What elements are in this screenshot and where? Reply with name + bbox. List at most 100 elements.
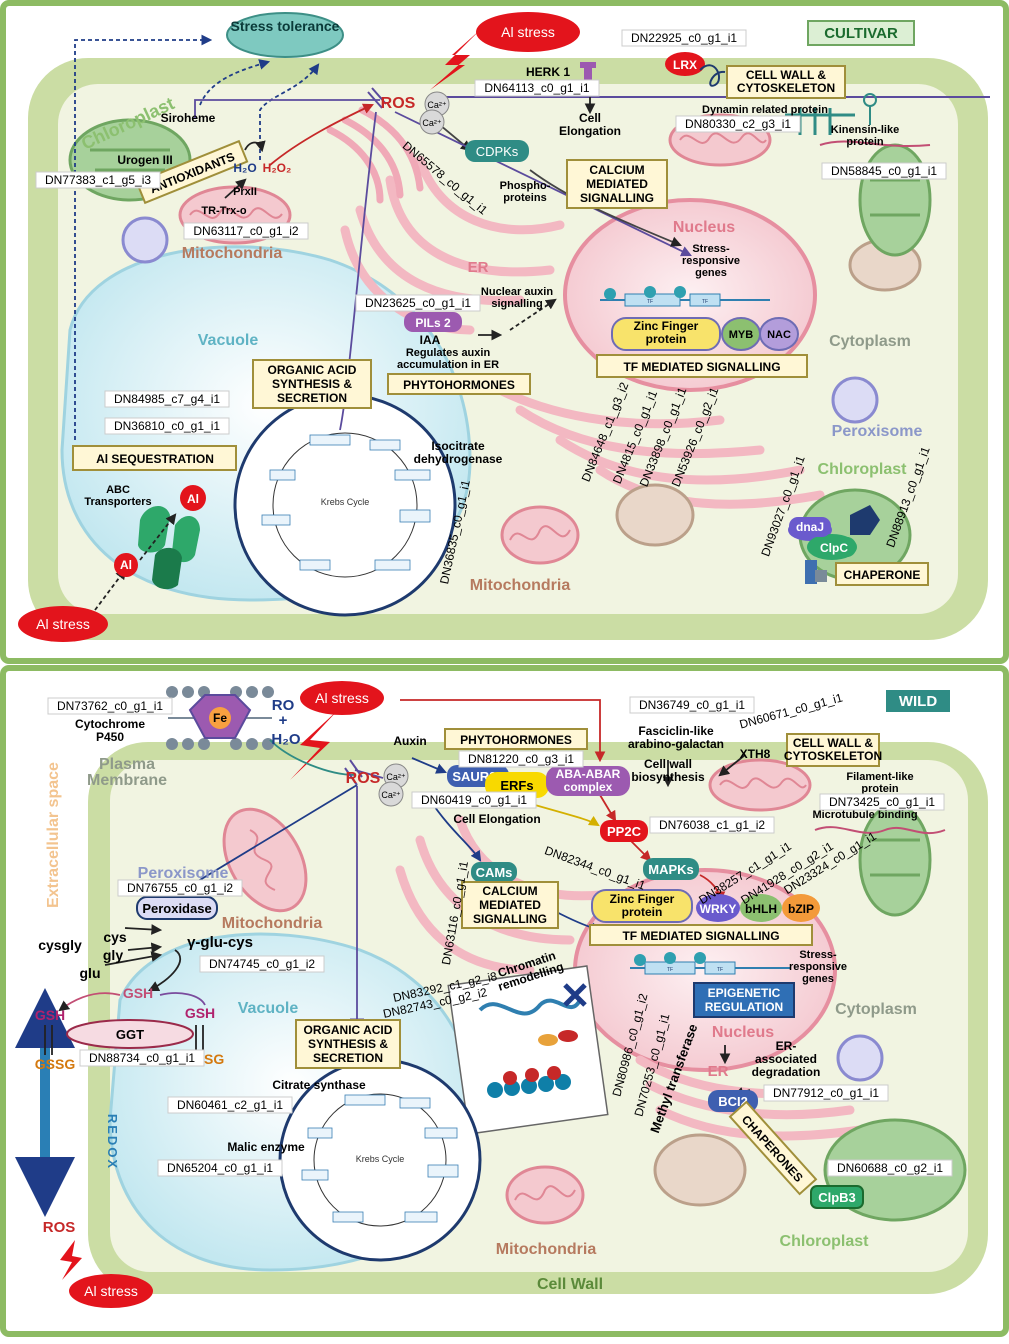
zinc-finger-pill-top [611,317,721,351]
al-seq-label: Al SEQUESTRATION [96,452,214,466]
gene-top-6: DN63117_c0_g1_i2 [193,224,299,238]
urogen-label: Urogen III [117,153,172,167]
h2o-label-bottom: H₂O [271,731,300,748]
chloroplast-label-top-right: Chloroplast [818,461,908,478]
gene-bottom-1: DN73762_c0_g1_i1 [57,699,163,713]
ros-inhibit-bar [367,87,387,109]
microtubule-label: Microtubule binding [812,809,917,821]
pp2c-label: PP2C [607,824,642,839]
cdpks-pill [465,140,529,162]
wild-panel-label-box [886,690,950,712]
svg-text:TF: TF [667,967,673,973]
cysgly-label: cysgly [38,937,82,953]
glu-label: glu [80,965,101,981]
gene-bottom-21: DN60461_c2_g1_i1 [177,1098,283,1112]
ca-ion-2-bottom: Ca²⁺ [381,790,401,800]
al-seq-box [72,445,237,471]
gene-bottom-14: DN74745_c0_g1_i2 [209,957,315,971]
cams-label: CAMs [476,865,513,880]
pils2-pill [404,312,462,332]
bottom-panel: Krebs Cycle [0,665,1009,1337]
al-stress-label-top-bottom: Al stress [36,616,90,632]
wrky-label: WRKY [700,902,737,916]
ca-ion-1-bottom: Ca²⁺ [386,772,406,782]
krebs-cycle-top: Krebs Cycle [233,393,457,617]
krebs-cycle-bottom: Krebs Cycle [278,1058,482,1262]
organic-acid-box-bottom [295,1019,401,1069]
cell-wall-box-top [726,65,846,99]
bzip-label: bZIP [788,902,814,916]
gene-top-5: DN77383_c1_g5_i3 [45,173,151,187]
mitochondria-bottom-left [222,807,308,913]
gglucys-label: γ-glu-cys [187,934,253,951]
calcium-box-top [566,159,668,209]
bci2-label: BCI2 [718,1094,748,1109]
plasma-membrane-beads [166,686,274,750]
ca-ion-1-top: Ca²⁺ [427,100,447,110]
peroxidase-label: Peroxidase [142,901,211,916]
dna-bottom: TF TF [630,952,790,975]
vacuole-label-top: Vacuole [198,332,259,349]
mitochondria-label-bottom-top: Mitochondria [222,915,323,932]
cultivar-panel-label: CULTIVAR [824,25,898,42]
nac-label: NAC [767,329,791,341]
gene-bottom-8: DN76755_c0_g1_i2 [127,881,233,895]
gly-label: gly [103,947,123,963]
al-ion-a [180,485,206,511]
dnaj-label: dnaJ [796,520,824,534]
al-stress-badge-top-bottom [18,606,108,642]
krebs-label-bottom: Krebs Cycle [356,1154,405,1164]
nucleus-label-bottom: Nucleus [712,1024,774,1041]
clpc-label: ClpC [820,541,848,555]
mitochondria-bottom-right [708,758,812,812]
ca-ion-2-top: Ca²⁺ [422,118,442,128]
gene-top-9: DN84985_c7_g4_i1 [114,392,220,406]
dna-top: TF TF [600,286,770,307]
lightning-bottom-left [60,1240,82,1280]
gssg-left-label: GSSG [35,1056,76,1072]
dnaj-pill [789,517,831,537]
aba-pill [546,766,630,796]
al-stress-label-bottom-top: Al stress [315,690,369,706]
tf-label-top: TF MEDIATED SIGNALLING [623,360,780,374]
stress-tolerance-line1: Stress tolerance [231,18,340,34]
peroxisome-top [121,216,879,424]
cell-wall-label-top: CELL WALL &CYTOSKELETON [737,68,835,95]
golgi-top [326,106,424,204]
cell-wall-box-bottom [786,733,880,767]
phytohormones-box-bottom [444,728,588,750]
iaa-label: IAA [420,333,441,347]
chloroplast-label-bottom: Chloroplast [780,1233,870,1250]
redox-label: REDOX [105,1114,120,1170]
erfs-label: ERFs [500,778,533,793]
cys-label: cys [103,929,127,945]
al-ion-b-label: Al [120,558,132,572]
svg-text:TF: TF [702,299,708,305]
mapks-label: MAPKs [648,862,694,877]
gene-bottom-22: DN60688_c0_g2_i1 [837,1161,943,1175]
myb-label: MYB [729,329,754,341]
svg-text:TF: TF [647,299,653,305]
cell-wall-label-bottom-wall: Cell Wall [537,1276,603,1293]
cytoplasm-label-top: Cytoplasm [829,333,911,350]
gsh-right-label: GSH [185,1005,215,1021]
arrows-bottom [44,699,751,1098]
ros-label-bottom: ROS [346,770,381,787]
gene-bottom-4: DN81220_c0_g3_i1 [468,752,574,766]
calcium-box-bottom [461,881,559,929]
chromatin-inset [447,965,609,1135]
